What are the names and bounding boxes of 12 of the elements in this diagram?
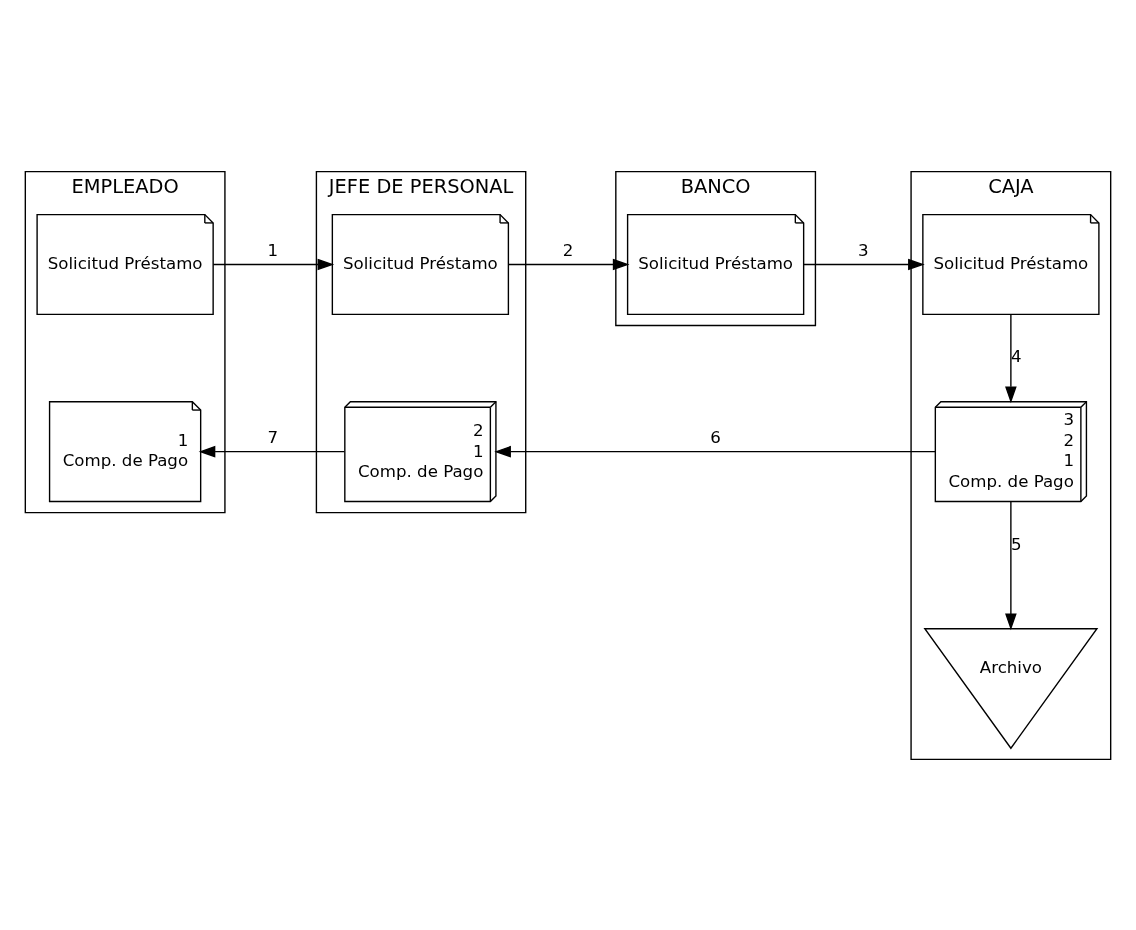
edge-label: 5 [1011,534,1022,553]
arrow [803,258,925,270]
edge-label: 2 [562,240,574,260]
arrow [507,258,630,270]
arrow [198,445,346,457]
arrow [212,258,335,270]
edge-label: 7 [267,427,279,447]
arrow [494,445,936,457]
edge-label: 3 [857,240,869,260]
edge-label: 1 [267,240,279,260]
edge-label: 6 [710,427,721,447]
arrow [1005,500,1017,630]
